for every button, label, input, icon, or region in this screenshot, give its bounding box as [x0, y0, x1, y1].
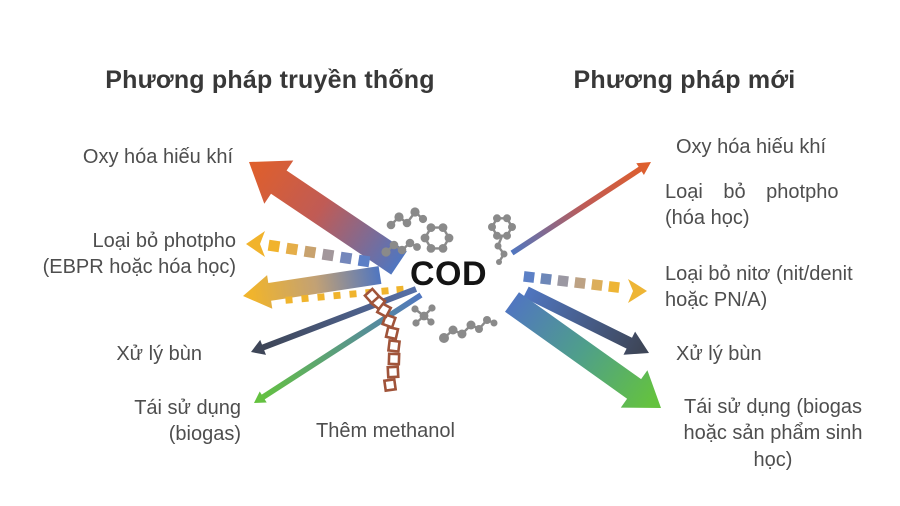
arrow-traditional-aerobic — [249, 160, 407, 275]
label-traditional-phosphorus: Loại bỏ photpho (EBPR hoặc hóa học) — [21, 228, 236, 281]
header-traditional-methods: Phương pháp truyền thống — [105, 66, 435, 94]
arrow-traditional-phosphorus-dashed — [246, 231, 371, 268]
label-new-reuse: Tái sử dụng (biogas hoặc sản phẩm sinh h… — [648, 394, 898, 473]
label-new-sludge: Xử lý bùn — [676, 343, 762, 365]
label-line: Loại bỏ photpho — [92, 230, 236, 252]
label-line: (EBPR hoặc hóa học) — [42, 256, 236, 279]
arrow-traditional-reuse — [254, 292, 423, 403]
label-line: hoặc sản phẩm sinh — [683, 422, 863, 445]
molecule-branched-icon — [411, 304, 436, 327]
label-line: Loại bỏ photpho — [665, 181, 839, 203]
molecule-ring-tail-icon — [488, 214, 516, 265]
label-new-phosphorus: Loại bỏ photpho (hóa học) — [665, 179, 875, 232]
label-line: Loại bỏ nitơ (nit/denit — [665, 263, 853, 285]
arrow-new-reuse — [505, 292, 661, 408]
molecule-chain-icon — [381, 238, 421, 257]
molecule-chain-icon — [386, 207, 428, 230]
header-new-methods: Phương pháp mới — [573, 66, 796, 94]
label-traditional-sludge: Xử lý bùn — [116, 343, 202, 365]
label-traditional-aerobic: Oxy hóa hiếu khí — [82, 146, 233, 168]
arrow-new-aerobic — [510, 162, 651, 256]
label-line: (biogas) — [168, 423, 241, 446]
methanol-label: Thêm methanol — [316, 420, 455, 442]
arrow-traditional-nitrogen — [243, 266, 382, 309]
molecule-chain-icon — [439, 316, 498, 343]
label-line: (hóa học) — [665, 207, 750, 230]
label-line: Tái sử dụng (biogas — [684, 396, 862, 418]
organic-molecule-icons — [381, 207, 516, 343]
label-line: học) — [753, 448, 793, 471]
arrow-methanol-dashed — [363, 287, 402, 393]
label-new-aerobic: Oxy hóa hiếu khí — [676, 136, 827, 158]
arrow-new-nitrogen-dashed — [523, 271, 647, 303]
label-line: hoặc PN/A) — [665, 289, 768, 312]
label-line: Tái sử dụng — [134, 397, 241, 419]
cod-label: COD — [410, 255, 488, 293]
label-traditional-reuse: Tái sử dụng (biogas) — [61, 395, 241, 448]
arrow-new-sludge — [523, 286, 649, 355]
molecule-ring-icon — [420, 223, 454, 253]
label-new-nitrogen: Loại bỏ nitơ (nit/denit hoặc PN/A) — [665, 261, 890, 314]
